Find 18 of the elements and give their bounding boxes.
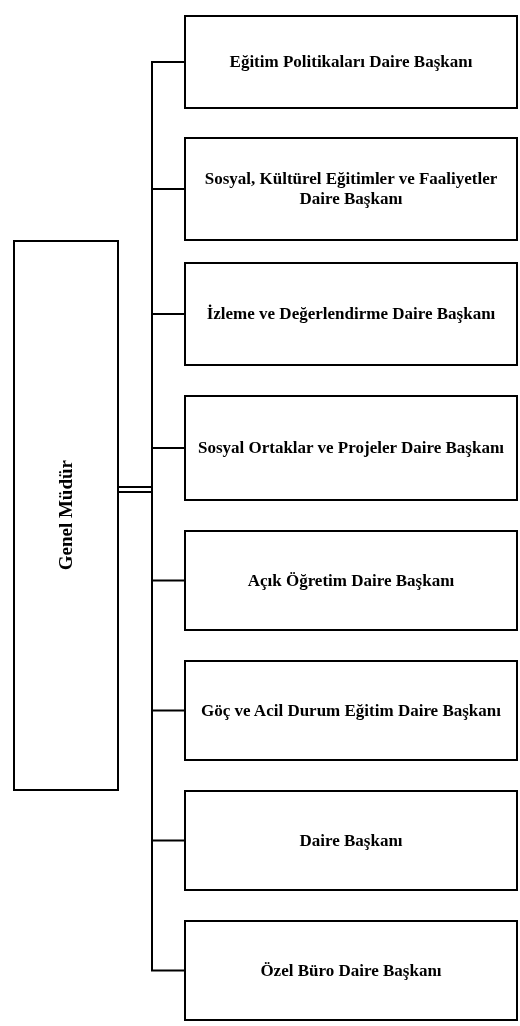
node-label: Sosyal Ortaklar ve Projeler Daire Başkanı <box>196 438 506 458</box>
department-box <box>184 790 518 891</box>
director-box <box>13 240 119 791</box>
department-box <box>184 137 518 241</box>
department-box <box>184 660 518 761</box>
department-box <box>184 920 518 1021</box>
node-label: Özel Büro Daire Başkanı <box>259 960 443 981</box>
node-label: Göç ve Acil Durum Eğitim Daire Başkanı <box>200 700 502 721</box>
node-label: İzleme ve Değerlendirme Daire Başkanı <box>205 304 497 324</box>
node-label: Eğitim Politikaları Daire Başkanı <box>228 52 474 72</box>
node-label: Sosyal, Kültürel Eğitimler ve Faaliyetler Daire Başkanı <box>203 169 499 209</box>
node-label: Genel Müdür <box>55 460 77 571</box>
department-box <box>184 530 518 631</box>
department-box <box>184 395 518 501</box>
node-label: Açık Öğretim Daire Başkanı <box>246 570 456 591</box>
department-box <box>184 262 518 366</box>
node-label: Daire Başkanı <box>298 830 404 851</box>
department-box <box>184 15 518 109</box>
